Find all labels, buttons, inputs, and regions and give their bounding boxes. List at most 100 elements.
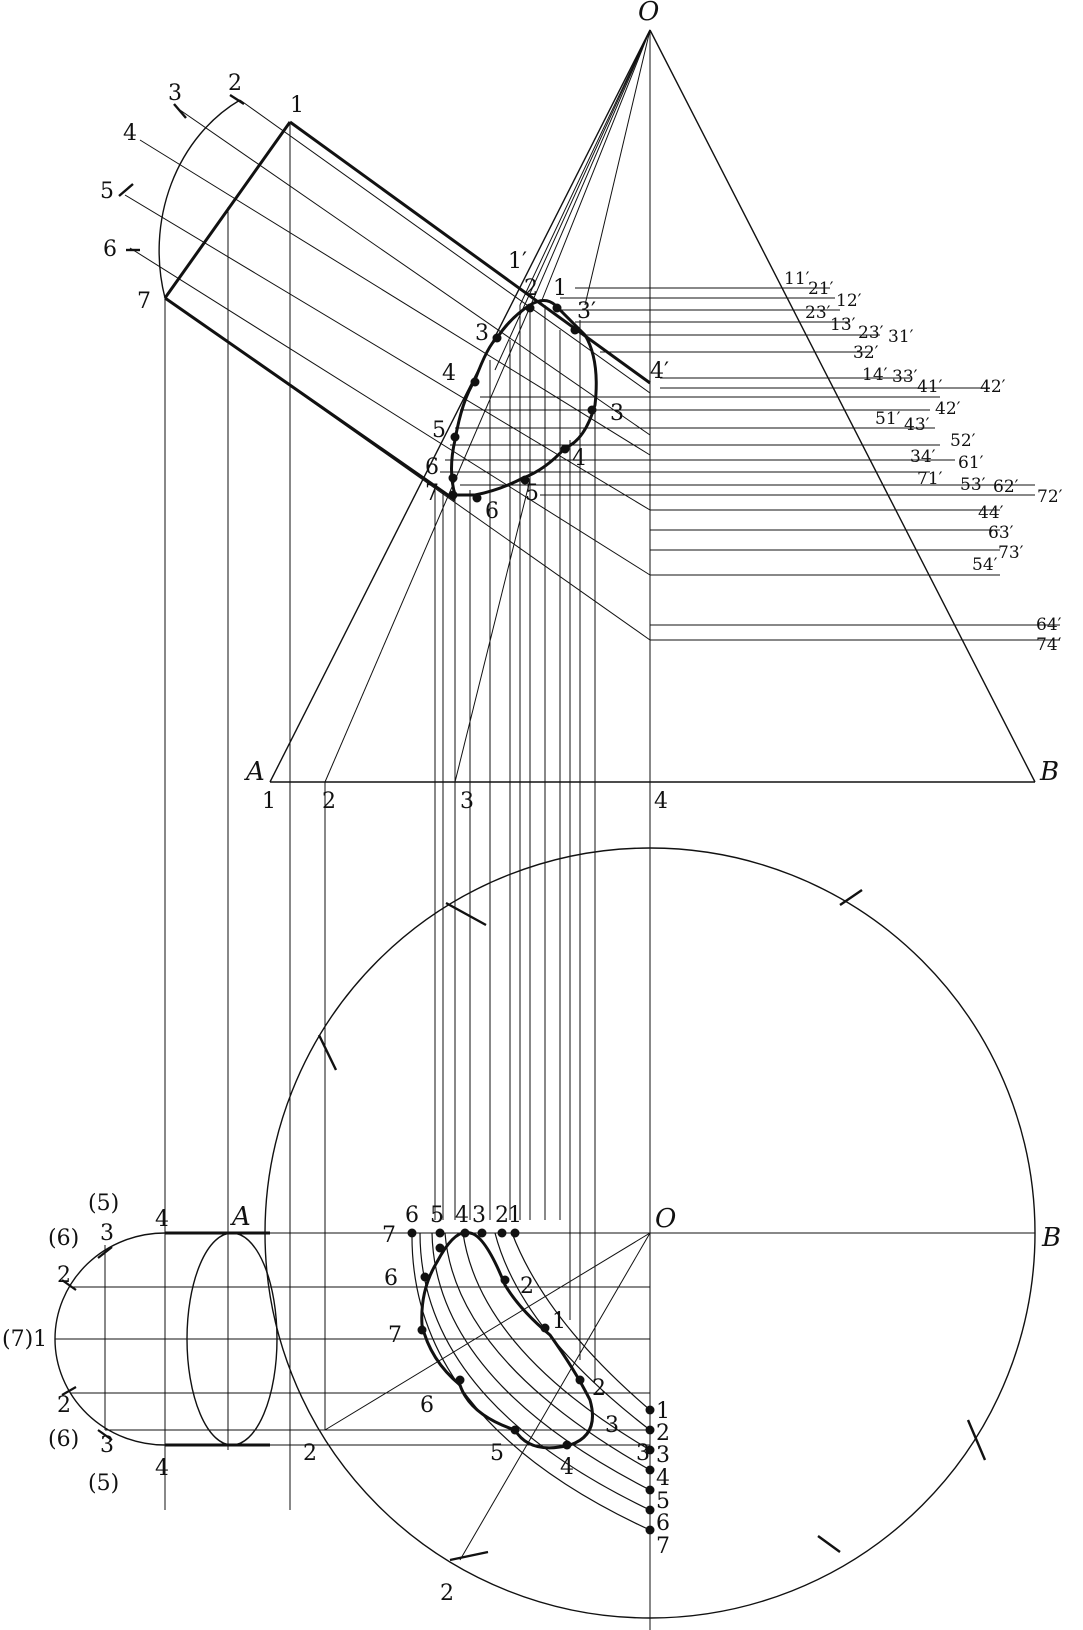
pair-label: 21′ — [808, 279, 834, 299]
top-left-label: (6) — [48, 1427, 79, 1452]
pair-label: 34′ — [910, 447, 936, 467]
pair-label: 43′ — [904, 415, 930, 435]
curve-label: 2 — [524, 276, 538, 301]
right-number: 1 — [656, 1399, 670, 1424]
base-number: 3 — [460, 789, 474, 814]
top-left-label: 2 — [303, 1441, 317, 1466]
pair-label: 72′ — [1037, 487, 1063, 507]
pair-label: 32′ — [853, 343, 879, 363]
arc-label: 5 — [490, 1441, 504, 1466]
curve-label: 4 — [572, 446, 586, 471]
right-number: 4 — [656, 1466, 670, 1491]
curve-label: 3 — [610, 401, 624, 426]
end-circle-number: 5 — [100, 179, 114, 204]
arc-label: 3 — [605, 1413, 619, 1438]
curve-label: 7 — [425, 481, 439, 506]
arc-label: 3 — [636, 1441, 650, 1466]
pair-label: 63′ — [988, 523, 1014, 543]
curve-label: 3′ — [577, 299, 596, 324]
base-number: 2 — [322, 789, 336, 814]
curve-label: 5 — [432, 418, 446, 443]
point-a-front-label: A — [244, 757, 265, 787]
apex-o-label: O — [638, 0, 659, 27]
pair-label: 62′ — [993, 477, 1019, 497]
point-a-top-label: A — [230, 1202, 251, 1232]
top-view — [54, 847, 1036, 1619]
curve-label: 6 — [485, 499, 499, 524]
top-left-label: 3 — [100, 1221, 114, 1246]
top-left-label: 4 — [155, 1456, 169, 1481]
pair-label: 74′ — [1036, 635, 1062, 655]
pair-label: 33′ — [892, 367, 918, 387]
curve-label: 6 — [425, 455, 439, 480]
end-circle-number: 6 — [103, 237, 117, 262]
base-number: 1 — [262, 789, 276, 814]
top-left-label: (5) — [88, 1471, 119, 1496]
pair-label: 61′ — [958, 453, 984, 473]
arc-label: 5 — [430, 1203, 444, 1228]
top-left-label: (6) — [48, 1226, 79, 1251]
point-b-top-label: B — [1041, 1223, 1061, 1253]
pair-label: 23′ — [805, 303, 831, 323]
pair-label: 54′ — [972, 555, 998, 575]
end-circle-number: 3 — [168, 81, 182, 106]
end-circle-number: 7 — [137, 289, 151, 314]
pair-label: 71′ — [917, 469, 943, 489]
top-left-label: (7)1 — [2, 1327, 47, 1352]
curve-label: 1 — [553, 276, 567, 301]
right-number: 2 — [656, 1421, 670, 1446]
arc-label: 2 — [495, 1203, 509, 1228]
right-number: 3 — [656, 1443, 670, 1468]
arc-label: 6 — [405, 1203, 419, 1228]
arc-label: 1 — [552, 1309, 566, 1334]
base-number: 4 — [654, 789, 668, 814]
pair-label: 14′ — [862, 365, 888, 385]
labels: O A B O A B 1 2 3 4 1 2 3 4 5 6 7 1′ 2 1… — [2, 0, 1063, 1606]
pair-label: 73′ — [998, 543, 1024, 563]
right-number: 5 — [656, 1489, 670, 1514]
cylinder-front-view — [118, 93, 1060, 1510]
pair-label: 64′ — [1036, 615, 1062, 635]
pair-label: 12′ — [836, 291, 862, 311]
pair-label: 52′ — [950, 431, 976, 451]
top-left-label: (5) — [88, 1191, 119, 1216]
right-number: 7 — [656, 1534, 670, 1559]
pair-label: 41′ — [917, 377, 943, 397]
curve-label: 4 — [442, 361, 456, 386]
arc-label: 7 — [388, 1323, 402, 1348]
cone-front-view — [269, 29, 1036, 1630]
arc-label: 2 — [592, 1376, 606, 1401]
arc-label: 6 — [384, 1266, 398, 1291]
top-left-label: 2 — [57, 1393, 71, 1418]
curve-label: 3 — [475, 321, 489, 346]
top-left-label: 4 — [155, 1207, 169, 1232]
curve-label: 5 — [525, 481, 539, 506]
pair-label: 53′ — [960, 475, 986, 495]
arc-label: 4 — [560, 1455, 574, 1480]
arc-label: 1 — [508, 1203, 522, 1228]
pair-label: 23′ — [858, 323, 884, 343]
point-b-front-label: B — [1039, 757, 1059, 787]
center-o-top-label: O — [655, 1204, 676, 1234]
arc-label: 3 — [472, 1203, 486, 1228]
end-circle-number: 1 — [290, 93, 304, 118]
pair-label: 44′ — [978, 503, 1004, 523]
pair-label: 11′ — [784, 269, 810, 289]
pair-label: 13′ — [830, 315, 856, 335]
pair-label: 51′ — [875, 409, 901, 429]
pair-label: 31′ — [888, 327, 914, 347]
end-circle-number: 2 — [228, 71, 242, 96]
top-left-label: 2 — [57, 1263, 71, 1288]
arc-label: 4 — [455, 1203, 469, 1228]
curve-label: 1′ — [508, 249, 527, 274]
arc-label: 2 — [520, 1274, 534, 1299]
arc-label: 7 — [382, 1223, 396, 1248]
curve-label: 4′ — [650, 359, 669, 384]
arc-label: 6 — [420, 1393, 434, 1418]
end-circle-number: 4 — [123, 121, 137, 146]
top-left-label: 3 — [100, 1433, 114, 1458]
pair-label: 42′ — [935, 399, 961, 419]
pair-label: 42′ — [980, 377, 1006, 397]
top-left-label: 2 — [440, 1581, 454, 1606]
